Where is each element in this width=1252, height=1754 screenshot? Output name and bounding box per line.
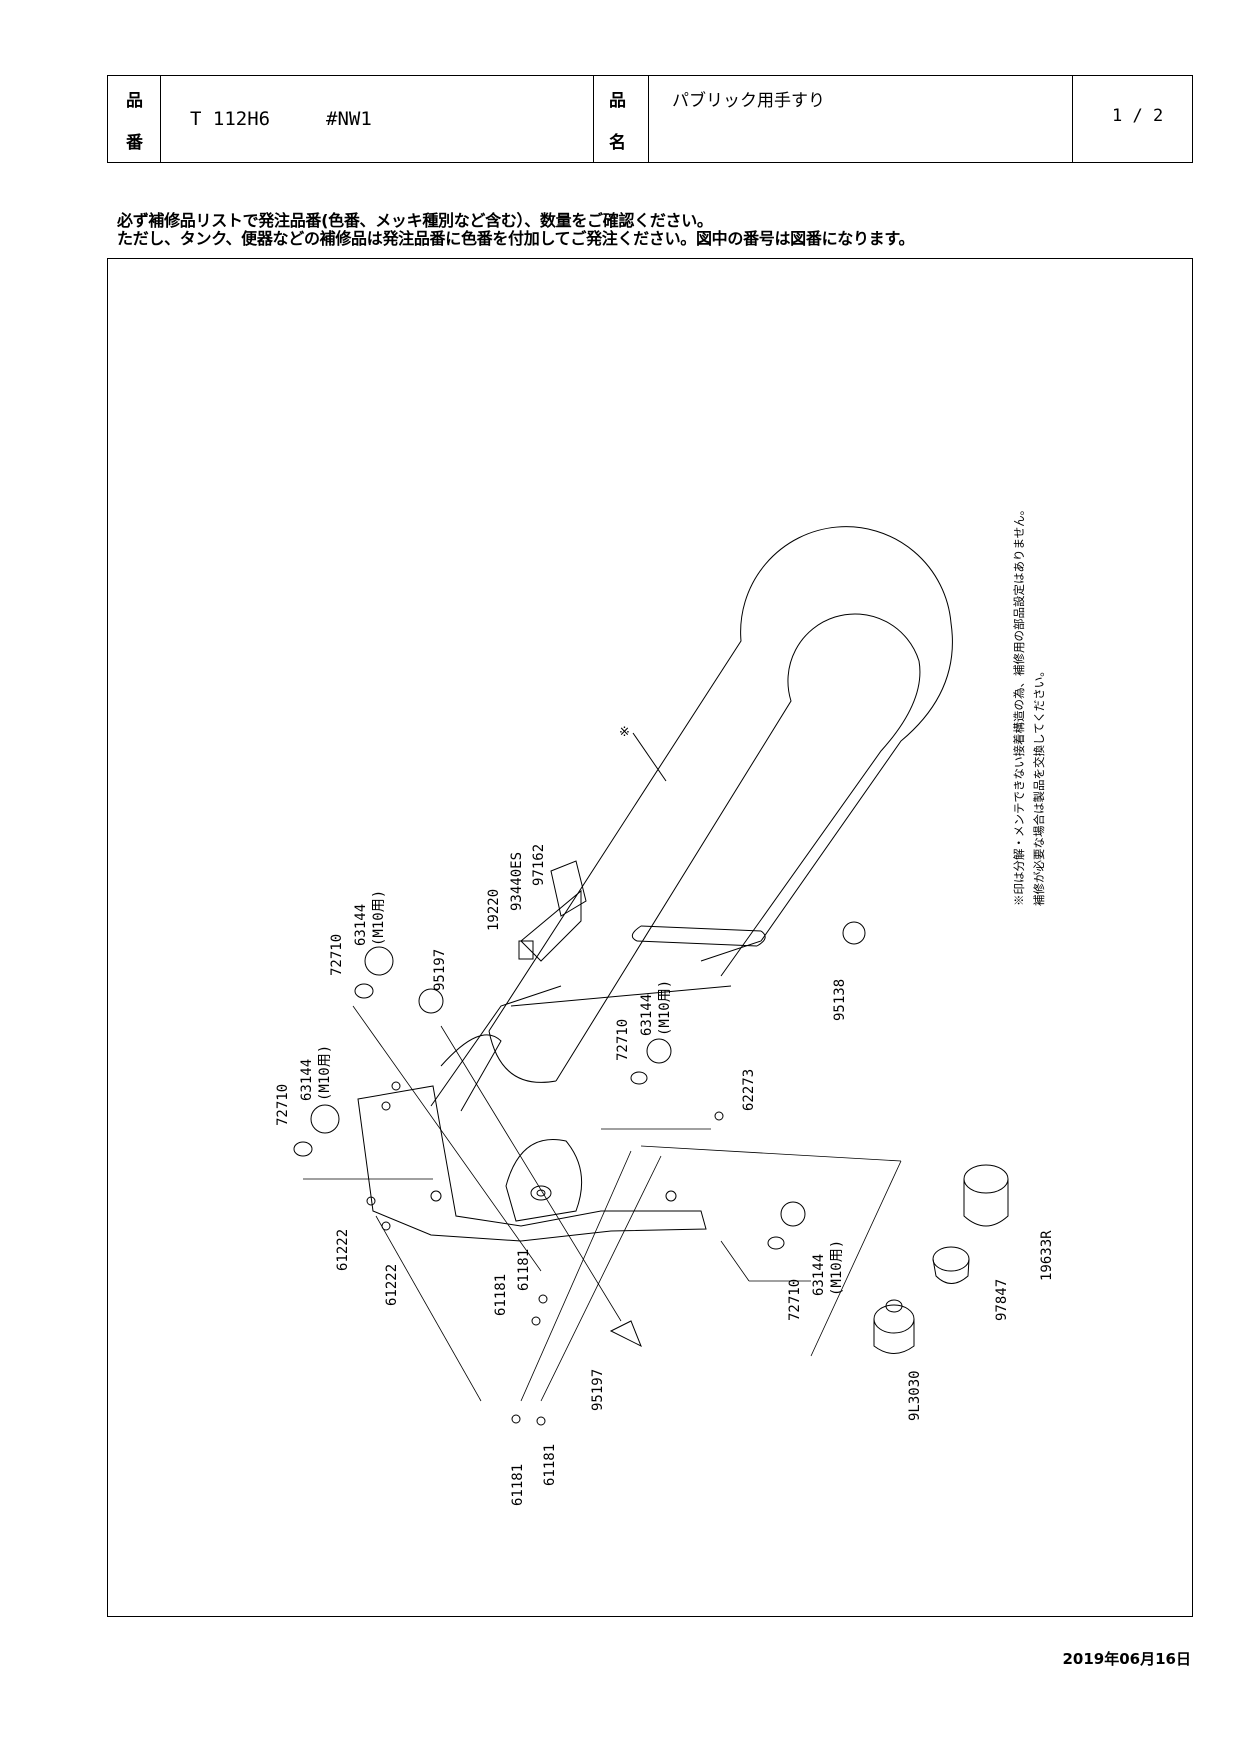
divider xyxy=(160,76,161,162)
screw xyxy=(536,1416,546,1426)
callout-61181-a: 61181 xyxy=(516,1249,532,1291)
callout-61181-d: 61181 xyxy=(542,1444,558,1486)
cover-cap xyxy=(609,1320,642,1348)
callouts: 97162 93440ES 19220 63144 (M10用) 72710 9… xyxy=(275,844,1055,1506)
side-note: ※印は分解・メンテできない接着構造の為、補修用の部品設定はありません。 補修が必… xyxy=(1012,504,1046,906)
callout-62273: 62273 xyxy=(741,1069,757,1111)
asterisk-mark: ※ xyxy=(619,725,630,740)
end-cap xyxy=(842,921,866,945)
cap-nut xyxy=(780,1201,806,1227)
callout-95197-b: 95197 xyxy=(590,1369,606,1411)
part-number-label-top: 品 xyxy=(126,91,143,111)
callout-63144-c-sub: (M10用) xyxy=(657,980,673,1036)
callout-63144-b: 63144 xyxy=(299,1059,315,1101)
screw xyxy=(366,1196,376,1206)
ordering-notes: 必ず補修品リストで発注品番(色番、メッキ種別など含む）、数量をご確認ください。 … xyxy=(117,212,914,248)
callout-72710-c: 72710 xyxy=(615,1019,631,1061)
divider xyxy=(648,76,649,162)
cap-nut xyxy=(364,946,394,976)
callout-63144-c: 63144 xyxy=(639,994,655,1036)
handrail-u-bar xyxy=(488,526,953,1083)
callout-19220: 19220 xyxy=(486,889,502,931)
side-note-line-1: ※印は分解・メンテできない接着構造の為、補修用の部品設定はありません。 xyxy=(1012,504,1026,906)
callout-61181-c: 61181 xyxy=(510,1464,526,1506)
exploded-diagram: ※印は分解・メンテできない接着構造の為、補修用の部品設定はありません。 補修が必… xyxy=(275,504,1055,1506)
cap-nut xyxy=(646,1038,672,1064)
washer xyxy=(767,1236,785,1250)
bracket-clip xyxy=(520,889,582,962)
callout-95197-a: 95197 xyxy=(432,949,448,991)
callout-72710-d: 72710 xyxy=(787,1279,803,1321)
callout-95138: 95138 xyxy=(832,979,848,1021)
asterisk-leader xyxy=(632,732,667,782)
part-number: T 112H6 xyxy=(190,108,271,130)
part-number-label-bottom: 番 xyxy=(126,133,143,153)
callout-97847: 97847 xyxy=(994,1279,1010,1321)
callout-93440ES: 93440ES xyxy=(509,852,525,911)
screw xyxy=(511,1414,521,1424)
base-bracket xyxy=(357,889,707,1242)
divider xyxy=(593,76,594,162)
note-line-2: ただし、タンク、便器などの補修品は発注品番に色番を付加してご発注ください。図中の… xyxy=(117,229,915,248)
callout-63144-a-sub: (M10用) xyxy=(371,890,387,946)
hardware-parts xyxy=(293,860,866,1426)
washer xyxy=(630,1071,648,1085)
issue-date: 2019年06月16日 xyxy=(1062,1650,1192,1668)
callout-63144-a: 63144 xyxy=(353,904,369,946)
part-name-label-bottom: 名 xyxy=(609,133,626,153)
callout-97162: 97162 xyxy=(531,844,547,886)
right-parts xyxy=(873,1164,1009,1354)
callout-61181-b: 61181 xyxy=(493,1274,509,1316)
washer xyxy=(354,983,374,999)
screw xyxy=(381,1221,391,1231)
callout-61222-b: 61222 xyxy=(384,1264,400,1306)
note-line-1: 必ず補修品リストで発注品番(色番、メッキ種別など含む）、数量をご確認ください。 xyxy=(117,211,713,230)
bracket-block xyxy=(518,940,534,960)
callout-9L3030: 9L3030 xyxy=(907,1370,923,1421)
callout-61222-a: 61222 xyxy=(335,1229,351,1271)
divider xyxy=(1072,76,1073,162)
callout-72710-a: 72710 xyxy=(329,934,345,976)
callout-63144-b-sub: (M10用) xyxy=(317,1045,333,1101)
cover-cap xyxy=(418,988,444,1014)
side-note-line-2: 補修が必要な場合は製品を交換してください。 xyxy=(1032,665,1046,906)
callout-19633R: 19633R xyxy=(1039,1230,1055,1281)
part-name-label-top: 品 xyxy=(609,91,626,111)
color-code: #NW1 xyxy=(326,108,372,130)
clip-part xyxy=(550,860,587,917)
callout-72710-b: 72710 xyxy=(275,1084,291,1126)
callout-63144-d-sub: (M10用) xyxy=(829,1240,845,1296)
leader-lines xyxy=(303,1005,902,1402)
screw xyxy=(714,1111,724,1121)
title-block: 品 番 T 112H6 #NW1 品 名 パブリック用手すり 1 / 2 xyxy=(107,75,1193,163)
callout-63144-d: 63144 xyxy=(811,1254,827,1296)
screw xyxy=(531,1316,541,1326)
screw xyxy=(538,1294,548,1304)
exploded-diagram-frame: ※印は分解・メンテできない接着構造の為、補修用の部品設定はありません。 補修が必… xyxy=(107,258,1193,1617)
part-name: パブリック用手すり xyxy=(672,91,825,111)
page-number: 1 / 2 xyxy=(1112,106,1164,126)
washer xyxy=(293,1141,313,1157)
cap-nut xyxy=(310,1104,340,1134)
